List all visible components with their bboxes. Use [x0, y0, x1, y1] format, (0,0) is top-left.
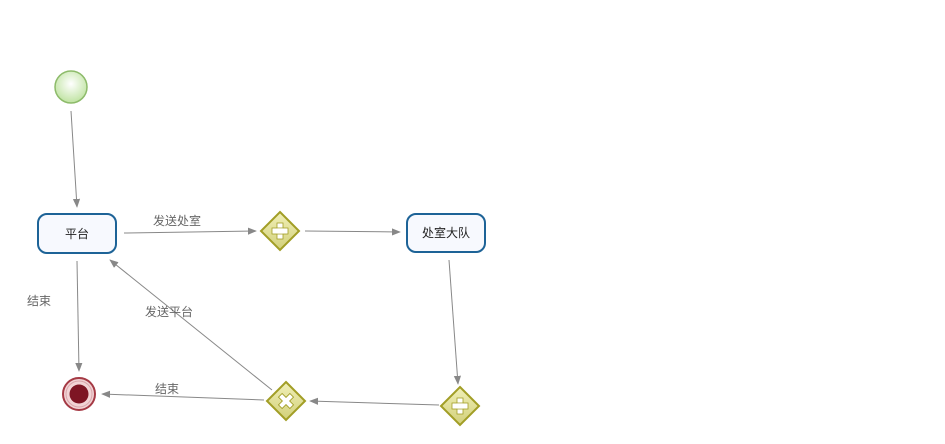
task-platform-label: 平台 [65, 226, 89, 241]
flow-start-to-platform[interactable] [70, 110, 81, 208]
exclusive-gateway[interactable] [265, 380, 307, 422]
flow-label-end-left: 结束 [27, 294, 51, 308]
flow-platform-to-gateway-1[interactable]: 发送处室 [123, 213, 257, 235]
task-division-label: 处室大队 [422, 225, 470, 240]
flow-division-to-gateway-2[interactable] [448, 259, 462, 385]
flow-gateway-1-to-division[interactable] [304, 228, 401, 236]
flow-platform-to-end[interactable]: 结束 [27, 260, 83, 372]
parallel-gateway-1[interactable] [259, 210, 301, 252]
flow-label-end-bottom: 结束 [155, 382, 179, 396]
flow-exclusive-to-platform[interactable]: 发送平台 [109, 259, 273, 391]
plus-icon [271, 222, 289, 240]
plus-icon [451, 397, 469, 415]
start-event-icon[interactable] [54, 70, 88, 104]
flow-exclusive-to-end[interactable]: 结束 [101, 382, 265, 401]
x-icon [277, 392, 295, 410]
parallel-gateway-2[interactable] [439, 385, 481, 427]
end-event-icon[interactable] [62, 377, 96, 411]
task-platform[interactable]: 平台 [37, 213, 117, 254]
flow-label-send-division: 发送处室 [153, 213, 201, 228]
flow-gateway-2-to-exclusive[interactable] [309, 397, 440, 406]
flow-label-send-platform: 发送平台 [145, 304, 193, 319]
task-division[interactable]: 处室大队 [406, 213, 486, 253]
